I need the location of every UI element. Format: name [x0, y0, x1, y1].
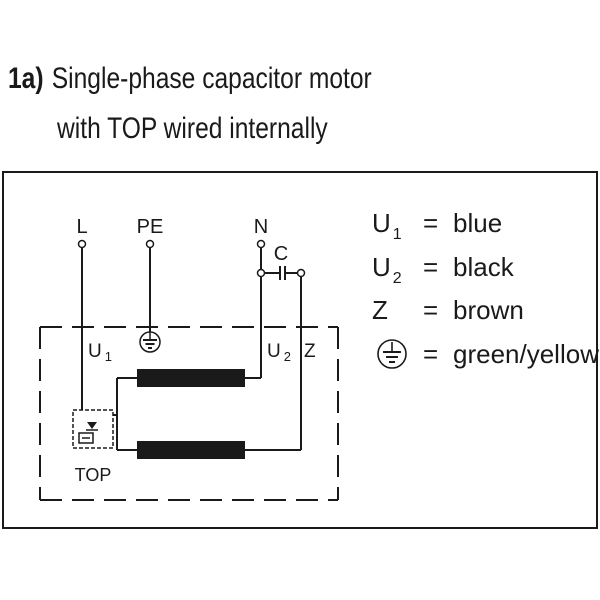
- diagram-frame: [2, 171, 598, 529]
- title-line-1: Single-phase capacitor motor: [51, 62, 372, 95]
- earth-icon: [139, 331, 161, 353]
- diagram-subtitle: with TOP wired internally: [57, 112, 328, 146]
- title-line-2: with TOP wired internally: [57, 112, 328, 145]
- legend-value-blue: blue: [453, 208, 502, 238]
- auxiliary-winding: [137, 441, 245, 459]
- thermal-protector-icon: [72, 409, 114, 449]
- terminal-N-node: [256, 239, 266, 249]
- legend-eq-2: =: [423, 252, 438, 282]
- z-label: Z: [304, 341, 316, 362]
- capacitor-label: C: [274, 243, 288, 265]
- top-label: TOP: [75, 465, 112, 485]
- terminal-N-label: N: [254, 216, 268, 238]
- legend-symbol-z: Z: [372, 295, 388, 325]
- diagram-title: 1a)Single-phase capacitor motor: [8, 62, 372, 96]
- capacitor-node-left: [256, 268, 266, 278]
- terminal-PE-node: [145, 239, 155, 249]
- legend-earth-icon: [377, 339, 407, 369]
- terminal-L-node: [77, 239, 87, 249]
- legend-eq-4: =: [423, 339, 438, 369]
- legend-value-black: black: [453, 252, 515, 282]
- motor-boundary: [39, 326, 339, 501]
- legend-eq-3: =: [423, 295, 438, 325]
- title-number: 1a): [8, 62, 44, 95]
- legend-value-brown: brown: [453, 295, 524, 325]
- terminal-L-label: L: [76, 216, 87, 238]
- capacitor-node-right: [296, 268, 306, 278]
- legend-eq-1: =: [423, 208, 438, 238]
- main-winding: [137, 369, 245, 387]
- terminal-PE-label: PE: [137, 216, 164, 238]
- legend-value-green-yellow: green/yellow: [453, 339, 599, 369]
- capacitor-symbol: [279, 266, 286, 280]
